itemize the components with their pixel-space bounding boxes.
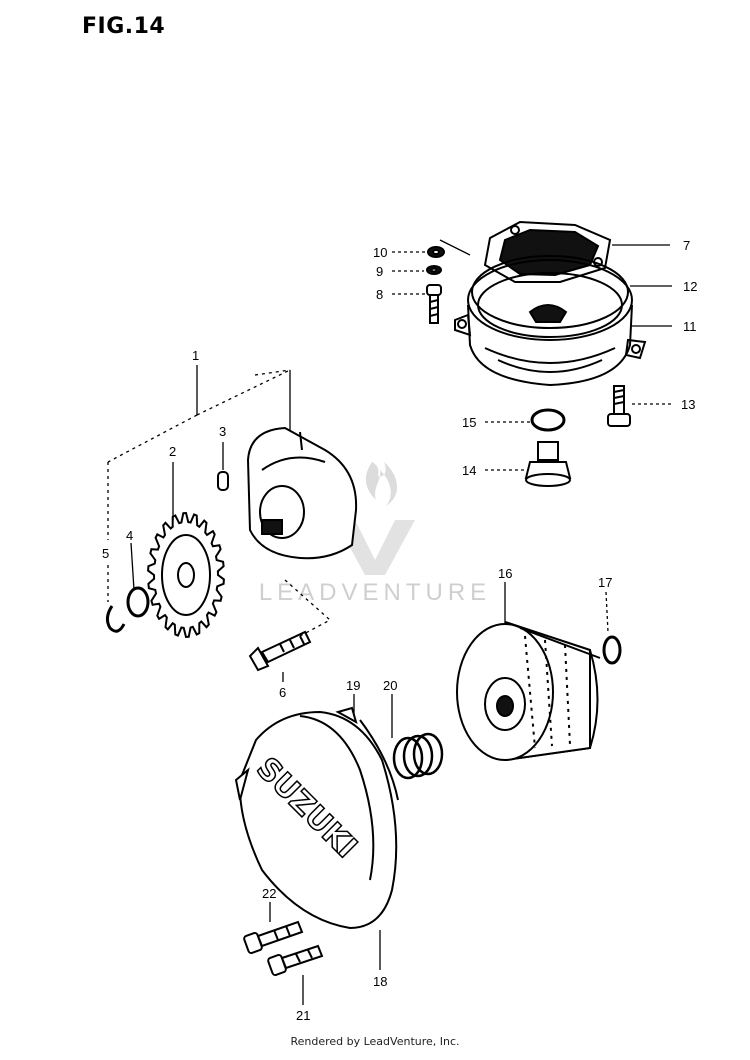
washer-9 [426, 265, 442, 275]
o-ring-17 [602, 635, 622, 665]
gasket-ring-15 [530, 408, 566, 432]
label-20: 20 [383, 678, 397, 693]
drain-plug-14 [524, 441, 572, 487]
label-17: 17 [598, 575, 612, 590]
o-ring-19 [359, 719, 399, 801]
bolt-6 [248, 630, 312, 672]
label-5: 5 [102, 546, 109, 561]
washer-4 [126, 586, 150, 618]
label-18: 18 [373, 974, 387, 989]
label-22: 22 [262, 886, 276, 901]
circlip-5 [105, 605, 126, 633]
label-4: 4 [126, 528, 133, 543]
pump-housing-11 [454, 259, 647, 387]
figure-title: FIG.14 [82, 14, 166, 39]
filter-cover-18 [234, 706, 398, 930]
leader-lines [107, 239, 672, 1005]
label-12: 12 [683, 279, 697, 294]
label-7: 7 [683, 238, 690, 253]
label-21: 21 [296, 1008, 310, 1023]
bolt-13 [607, 385, 631, 427]
watermark-text: LEADVENTURE [259, 579, 491, 606]
label-2: 2 [169, 444, 176, 459]
label-10: 10 [373, 245, 387, 260]
dowel-pin-3 [217, 471, 229, 491]
label-1: 1 [192, 348, 199, 363]
label-9: 9 [376, 264, 383, 279]
screw-8 [426, 284, 442, 324]
part-labels: 10 9 8 7 12 11 13 15 14 1 3 2 5 4 6 16 1… [102, 238, 697, 1023]
washer-10 [427, 246, 445, 258]
label-11: 11 [683, 319, 697, 334]
label-16: 16 [498, 566, 512, 581]
label-15: 15 [462, 415, 476, 430]
leadventure-watermark: LEADVENTURE [259, 462, 491, 606]
label-14: 14 [462, 463, 476, 478]
bolt-22 [243, 920, 304, 955]
bolt-21 [267, 944, 324, 977]
pump-body-1 [246, 426, 358, 560]
footer-credit: Rendered by LeadVenture, Inc. [290, 1035, 460, 1048]
drive-gear-2 [147, 511, 225, 639]
o-ring-12 [471, 255, 629, 329]
label-6: 6 [279, 685, 286, 700]
label-8: 8 [376, 287, 383, 302]
label-13: 13 [681, 397, 695, 412]
oil-filter-16 [456, 621, 601, 761]
label-19: 19 [346, 678, 360, 693]
spring-20 [392, 732, 444, 780]
label-3: 3 [219, 424, 226, 439]
